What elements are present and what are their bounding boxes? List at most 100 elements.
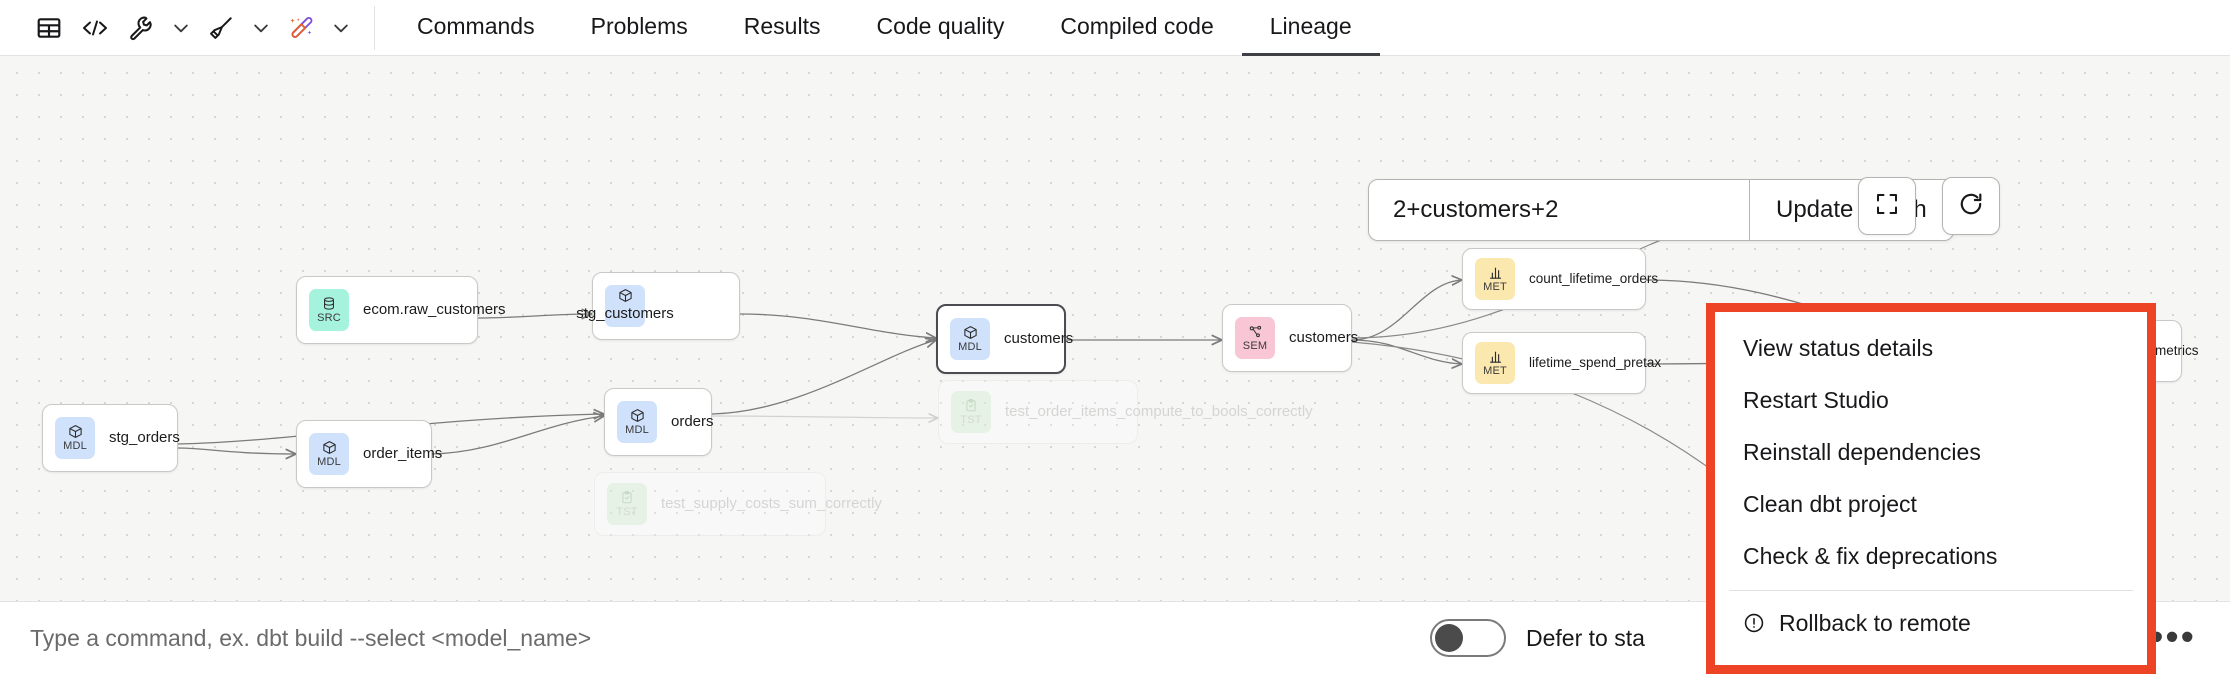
context-menu-list: View status details Restart Studio Reins… [1715,312,2147,649]
node-label: ecom.raw_customers [363,300,506,318]
network-icon [1248,324,1263,339]
badge-mdl: MDL [950,318,990,360]
broom-icon[interactable] [200,7,242,49]
alert-circle-icon [1743,612,1765,634]
badge-mdl: MDL [617,401,657,443]
lineage-node-ecom-raw-customers[interactable]: SRC ecom.raw_customers [296,276,506,344]
node-label: orders [671,412,714,430]
badge-src: SRC [309,289,349,331]
tab-bar: Commands Problems Results Code quality C… [389,0,1380,56]
badge-label: TST [616,506,638,518]
cube-icon [963,325,978,340]
tab-lineage[interactable]: Lineage [1241,0,1380,56]
bar-chart-icon [1488,265,1503,280]
badge-label: MDL [63,440,87,452]
badge-label: SEM [1242,340,1268,352]
badge-tst: TST [951,391,991,433]
tab-commands[interactable]: Commands [389,0,563,56]
lineage-node-order-items[interactable]: MDL order_items [296,420,442,488]
lineage-node-customers-semantic[interactable]: SEM customers [1222,304,1358,372]
badge-met: MET [1475,342,1515,384]
update-graph-button[interactable]: Update Graph [1749,180,1953,240]
bar-chart-icon [1488,349,1503,364]
node-label: order_items [363,444,443,462]
badge-label: MDL [317,456,341,468]
badge-tst: TST [607,483,647,525]
tab-problems[interactable]: Problems [563,0,716,56]
lineage-node-test-order-items[interactable]: TST test_order_items_compute_to_bools_co… [938,380,1313,444]
defer-toggle[interactable] [1430,619,1506,657]
status-context-menu: View status details Restart Studio Reins… [1706,303,2156,674]
node-label: count_lifetime_orders [1529,270,1659,286]
tab-label: Lineage [1269,12,1352,39]
tab-label: Problems [590,12,688,39]
menu-item-label: Clean dbt project [1743,490,1917,517]
refresh-button[interactable] [1942,177,2000,235]
tab-label: Compiled code [1060,12,1214,39]
refresh-icon [1958,191,1984,222]
lineage-node-stg-orders[interactable]: MDL stg_orders [42,404,180,472]
table-icon[interactable] [28,7,70,49]
tab-compiled-code[interactable]: Compiled code [1032,0,1241,56]
lineage-node-lifetime-spend-pretax[interactable]: MET lifetime_spend_pretax [1462,332,1661,394]
lineage-node-orders[interactable]: MDL orders [604,388,714,456]
menu-item-view-status-details[interactable]: View status details [1715,322,2147,374]
menu-item-clean-dbt-project[interactable]: Clean dbt project [1715,478,2147,530]
graph-search-input[interactable] [1369,180,1749,240]
fullscreen-icon [1875,192,1899,221]
lineage-node-stg-customers[interactable]: stg_customers [576,272,740,340]
menu-item-label: View status details [1743,334,1934,361]
database-icon [322,296,336,311]
badge-mdl: MDL [309,433,349,475]
menu-item-label: Reinstall dependencies [1743,438,1981,465]
badge-mdl: stg_customers [576,285,674,327]
chevron-down-icon-clean[interactable] [246,7,276,49]
tab-code-quality[interactable]: Code quality [848,0,1032,56]
lineage-node-test-supply-costs[interactable]: TST test_supply_costs_sum_correctly [594,472,882,536]
menu-item-restart-studio[interactable]: Restart Studio [1715,374,2147,426]
cube-icon [618,288,633,303]
node-label: lifetime_spend_pretax [1529,354,1662,370]
ellipsis-icon[interactable]: ••• [2150,616,2196,659]
badge-label: SRC [317,312,341,324]
badge-label: MET [1483,281,1507,293]
cube-icon [630,408,645,423]
menu-item-reinstall-dependencies[interactable]: Reinstall dependencies [1715,426,2147,478]
badge-sem: SEM [1235,317,1275,359]
node-label: customers [1289,328,1359,346]
lineage-node-count-lifetime-orders[interactable]: MET count_lifetime_orders [1462,248,1658,310]
tab-label: Commands [417,12,535,39]
magic-wand-icon[interactable] [280,7,322,49]
cube-icon [68,424,83,439]
node-label: test_supply_costs_sum_correctly [661,494,882,512]
tab-label: Results [743,12,821,39]
toggle-knob [1435,624,1463,652]
badge-label: MET [1483,365,1507,377]
top-toolbar: Commands Problems Results Code quality C… [0,0,2230,56]
fullscreen-button[interactable] [1858,177,1916,235]
badge-mdl: MDL [55,417,95,459]
badge-label: MDL [625,424,649,436]
menu-item-rollback-to-remote[interactable]: Rollback to remote [1715,597,2147,649]
badge-label: TST [960,414,982,426]
tab-results[interactable]: Results [716,0,849,56]
defer-control: Defer to sta [1430,619,1645,657]
badge-label: MDL [958,341,982,353]
tab-label: Code quality [876,12,1005,39]
menu-item-label: Restart Studio [1743,386,1889,413]
node-label: test_order_items_compute_to_bools_correc… [1005,402,1313,420]
toolbar-divider [374,5,375,50]
code-icon[interactable] [74,7,116,49]
clipboard-check-icon [964,398,978,413]
menu-item-check-fix-deprecations[interactable]: Check & fix deprecations [1715,530,2147,582]
chevron-down-icon-ai[interactable] [326,7,356,49]
chevron-down-icon-tools[interactable] [166,7,196,49]
menu-divider [1729,590,2133,591]
defer-label: Defer to sta [1526,624,1645,651]
wrench-icon[interactable] [120,7,162,49]
clipboard-check-icon [620,490,634,505]
node-label: stg_customers [576,304,674,322]
lineage-node-customers-model[interactable]: MDL customers [936,304,1073,374]
command-input[interactable] [30,624,1410,652]
